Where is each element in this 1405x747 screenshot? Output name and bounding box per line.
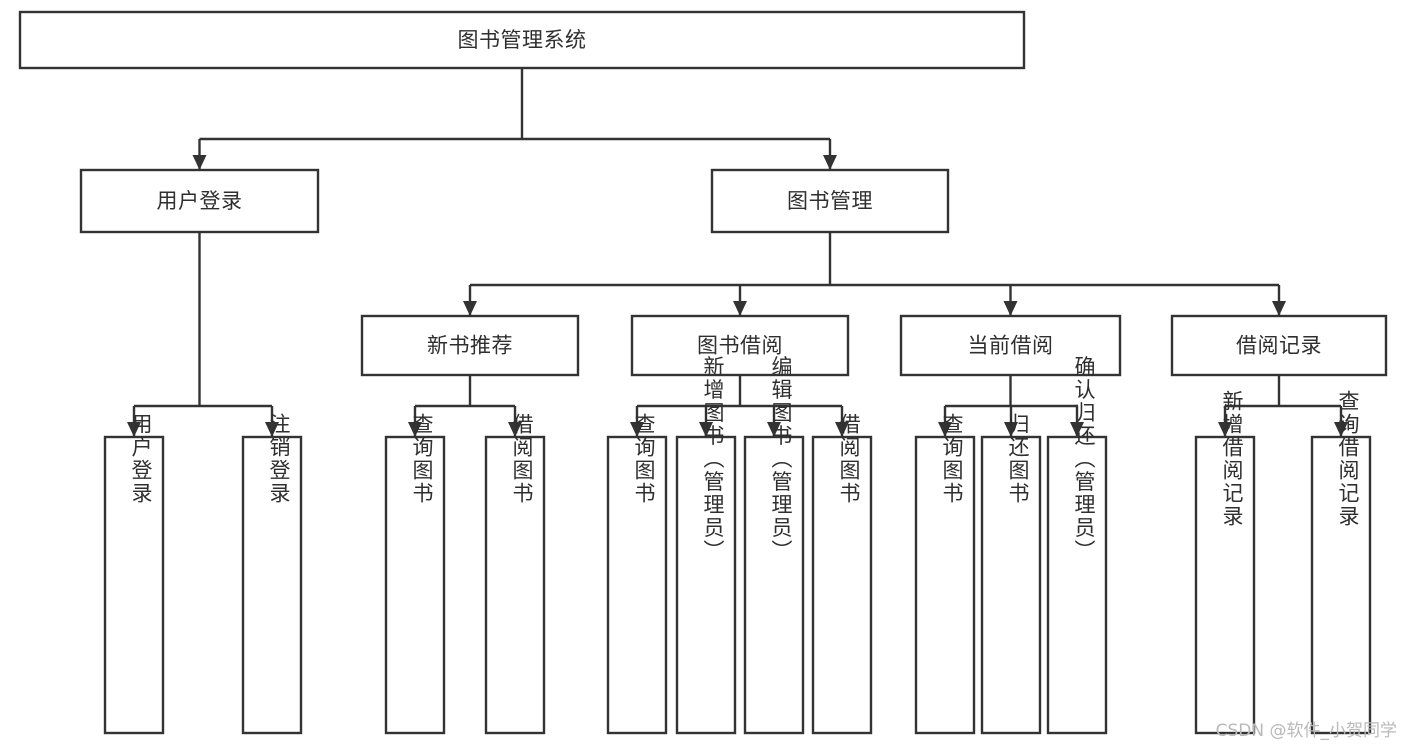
node-box xyxy=(79,168,320,234)
node-box xyxy=(980,435,1042,735)
node-label: 确认归还（管理员） xyxy=(1072,356,1096,563)
node-newbook[interactable]: 新书推荐 xyxy=(360,314,580,377)
node-leaf-record-query[interactable]: 查询借阅记录 xyxy=(1310,390,1372,735)
node-label: 新书推荐 xyxy=(427,334,513,358)
node-box xyxy=(360,314,580,377)
node-bookmgmt[interactable]: 图书管理 xyxy=(710,168,950,234)
node-leaf-current-return[interactable]: 归还图书 xyxy=(980,413,1042,735)
node-label: 注销登录 xyxy=(267,413,291,505)
node-leaf-borrow-lend[interactable]: 借阅图书 xyxy=(811,413,873,735)
connector-layer xyxy=(127,68,1348,437)
node-box xyxy=(914,435,976,735)
node-leaf-user-logout[interactable]: 注销登录 xyxy=(241,413,303,735)
node-box xyxy=(899,314,1122,377)
node-box xyxy=(710,168,950,234)
node-root[interactable]: 图书管理系统 xyxy=(18,10,1026,70)
node-box xyxy=(743,435,805,735)
node-leaf-borrow-add[interactable]: 新增图书（管理员） xyxy=(675,356,737,735)
node-leaf-current-query[interactable]: 查询图书 xyxy=(914,413,976,735)
node-box xyxy=(606,435,668,735)
node-records[interactable]: 借阅记录 xyxy=(1170,314,1388,377)
node-leaf-new-query[interactable]: 查询图书 xyxy=(384,413,446,735)
node-borrow[interactable]: 图书借阅 xyxy=(630,314,850,377)
node-box xyxy=(384,435,446,735)
node-box xyxy=(811,435,873,735)
node-layer: 图书管理系统用户登录图书管理新书推荐图书借阅当前借阅借阅记录用户登录注销登录查询… xyxy=(18,10,1388,735)
node-box xyxy=(241,435,303,735)
node-label: 图书管理 xyxy=(787,189,873,213)
node-box xyxy=(630,314,850,377)
node-leaf-user-login[interactable]: 用户登录 xyxy=(103,413,165,735)
node-leaf-borrow-query[interactable]: 查询图书 xyxy=(606,413,668,735)
node-label: 查询图书 xyxy=(410,413,434,505)
node-current[interactable]: 当前借阅 xyxy=(899,314,1122,377)
node-label: 借阅记录 xyxy=(1236,334,1322,358)
node-label: 查询图书 xyxy=(632,413,656,505)
node-label: 借阅图书 xyxy=(837,413,861,505)
node-box xyxy=(1046,435,1108,735)
node-box xyxy=(103,435,165,735)
node-leaf-borrow-edit[interactable]: 编辑图书（管理员） xyxy=(743,356,805,735)
node-label: 编辑图书（管理员） xyxy=(769,356,793,563)
node-label: 当前借阅 xyxy=(968,334,1054,358)
node-label: 查询图书 xyxy=(940,413,964,505)
node-login[interactable]: 用户登录 xyxy=(79,168,320,234)
node-leaf-new-borrow[interactable]: 借阅图书 xyxy=(484,413,546,735)
node-label: 新增借阅记录 xyxy=(1220,390,1244,528)
node-leaf-record-add[interactable]: 新增借阅记录 xyxy=(1194,390,1256,735)
node-label: 用户登录 xyxy=(157,189,243,213)
node-label: 图书借阅 xyxy=(697,334,783,358)
node-leaf-current-confirm[interactable]: 确认归还（管理员） xyxy=(1046,356,1108,735)
node-label: 查询借阅记录 xyxy=(1336,390,1360,528)
node-box xyxy=(1194,435,1256,735)
node-label: 借阅图书 xyxy=(510,413,534,505)
node-label: 新增图书（管理员） xyxy=(701,356,725,563)
node-label: 归还图书 xyxy=(1006,413,1030,505)
node-label: 图书管理系统 xyxy=(458,28,587,52)
node-box xyxy=(1310,435,1372,735)
node-label: 用户登录 xyxy=(129,413,153,505)
node-box xyxy=(18,10,1026,70)
node-box xyxy=(484,435,546,735)
node-box xyxy=(675,435,737,735)
node-box xyxy=(1170,314,1388,377)
